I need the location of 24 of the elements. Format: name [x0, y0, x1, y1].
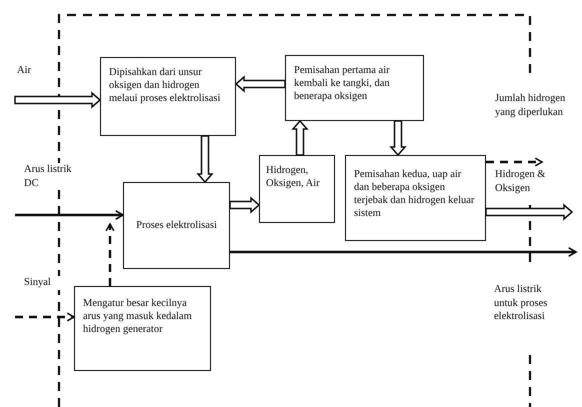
box-text: Pemisahan pertama air kembali ke tangki, dan benerapa oksigen [294, 64, 391, 104]
arrow [105, 223, 115, 286]
box-text: Hidrogen, Oksigen, Air [266, 164, 321, 190]
process-box [74, 286, 211, 371]
process-box [100, 57, 236, 136]
block-arrow [389, 120, 407, 156]
box-text: Mengatur besar kecilnya arus yang masuk kedalam hidrogen generator [83, 297, 193, 336]
arrow [230, 247, 577, 257]
arrow [15, 210, 124, 220]
block-arrow [291, 120, 309, 156]
process-box [123, 182, 230, 269]
block-arrow [485, 203, 574, 221]
process-box [345, 155, 486, 241]
arrow [15, 312, 75, 322]
block-arrow [229, 196, 260, 214]
process-box [259, 155, 335, 223]
block-arrow [14, 91, 102, 109]
process-box [285, 55, 424, 121]
arrow [486, 157, 543, 167]
box-text: Pemisahan kedua, uap air dan beberapa oksigen terjebak dan hidrogen keluar sistem [354, 168, 476, 220]
block-arrow [196, 135, 214, 184]
block-arrow [234, 75, 286, 93]
box-text: Proses elektrolisasi [136, 218, 217, 232]
box-text: Dipisahkan dari unsur oksigen dan hidrogen melaui proses elektrolisasi [109, 66, 222, 106]
